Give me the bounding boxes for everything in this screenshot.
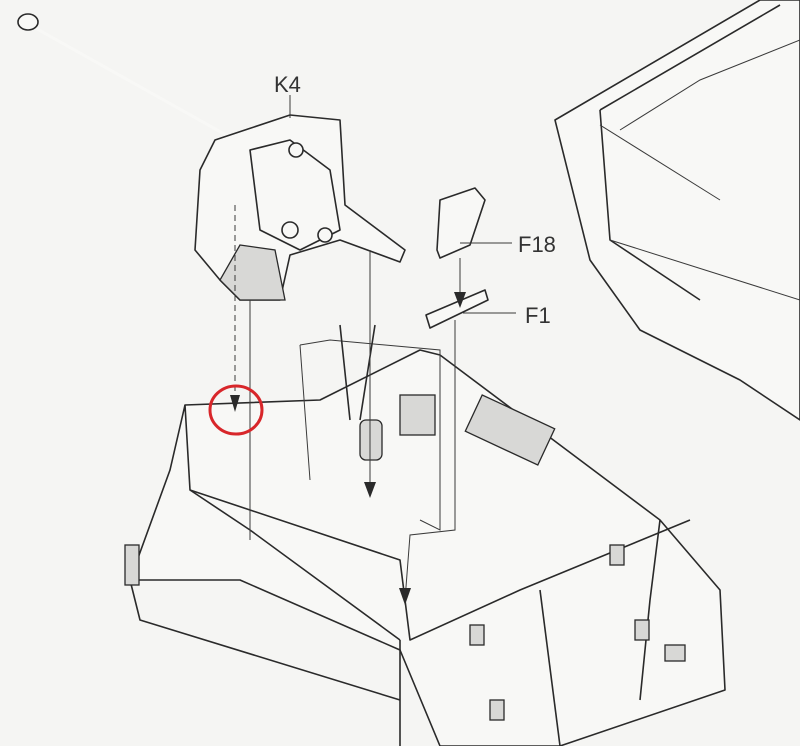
part-f1	[425, 289, 516, 329]
label-f1: F1	[525, 303, 551, 328]
highlight-circle	[208, 384, 264, 436]
part-f18	[436, 187, 512, 259]
hull-body	[124, 324, 726, 746]
rear-hull-part	[554, 0, 800, 421]
label-f18: F18	[518, 232, 556, 257]
gun-assembly-k4	[17, 13, 406, 301]
assembly-guide-lines	[230, 205, 466, 605]
label-k4: K4	[274, 72, 301, 97]
